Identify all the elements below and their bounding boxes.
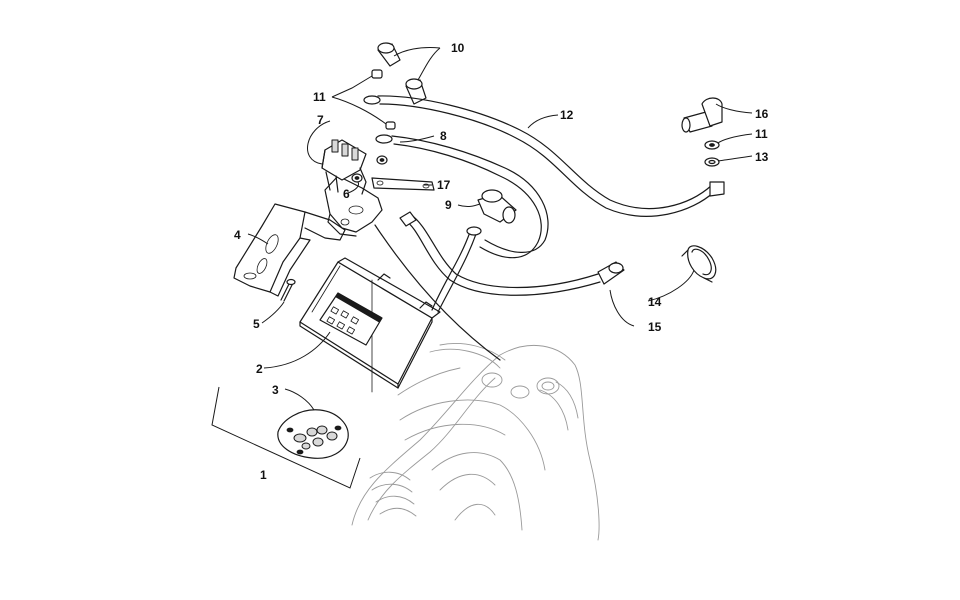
- ground-strap: [371, 177, 435, 191]
- callout-9: 9: [445, 198, 452, 212]
- callout-8: 8: [440, 129, 447, 143]
- callout-2: 2: [256, 362, 263, 376]
- callout-12: 12: [560, 108, 574, 122]
- battery-bracket: [233, 203, 346, 297]
- kit-bracket: [211, 386, 361, 489]
- callout-labels: 1 2 3 4 5 6 7 8 9 10 11 11 12 13 14 15 1…: [234, 41, 769, 482]
- vehicle-body-outline: [351, 343, 600, 541]
- leader-lines: [247, 47, 753, 411]
- clamp-ring: [681, 245, 717, 283]
- callout-1: 1: [260, 468, 267, 482]
- callout-4: 4: [234, 228, 241, 242]
- callout-3: 3: [272, 383, 279, 397]
- terminal-nuts: [351, 69, 396, 183]
- callout-5: 5: [253, 317, 260, 331]
- cable-battery-lower: [399, 211, 625, 296]
- cable-positive-long: [363, 95, 725, 217]
- battery-hold-down-plate: [277, 409, 349, 459]
- callout-15: 15: [648, 320, 662, 334]
- solenoid-mount-bracket: [324, 175, 383, 237]
- callout-17: 17: [437, 178, 451, 192]
- callout-7: 7: [317, 113, 324, 127]
- cable-negative-main: [375, 134, 549, 259]
- ground-terminal-hardware: [681, 97, 723, 167]
- callout-14: 14: [648, 295, 662, 309]
- callout-10: 10: [451, 41, 465, 55]
- callout-6: 6: [343, 187, 350, 201]
- callout-11-left: 11: [313, 90, 326, 104]
- starter-solenoid: [321, 139, 367, 195]
- callout-16: 16: [755, 107, 769, 121]
- battery: [299, 257, 441, 393]
- callout-11-right: 11: [755, 127, 768, 141]
- cable-boot: [477, 189, 517, 224]
- screw: [280, 278, 296, 302]
- callout-13: 13: [755, 150, 769, 164]
- cable-battery-to-solenoid: [374, 224, 501, 361]
